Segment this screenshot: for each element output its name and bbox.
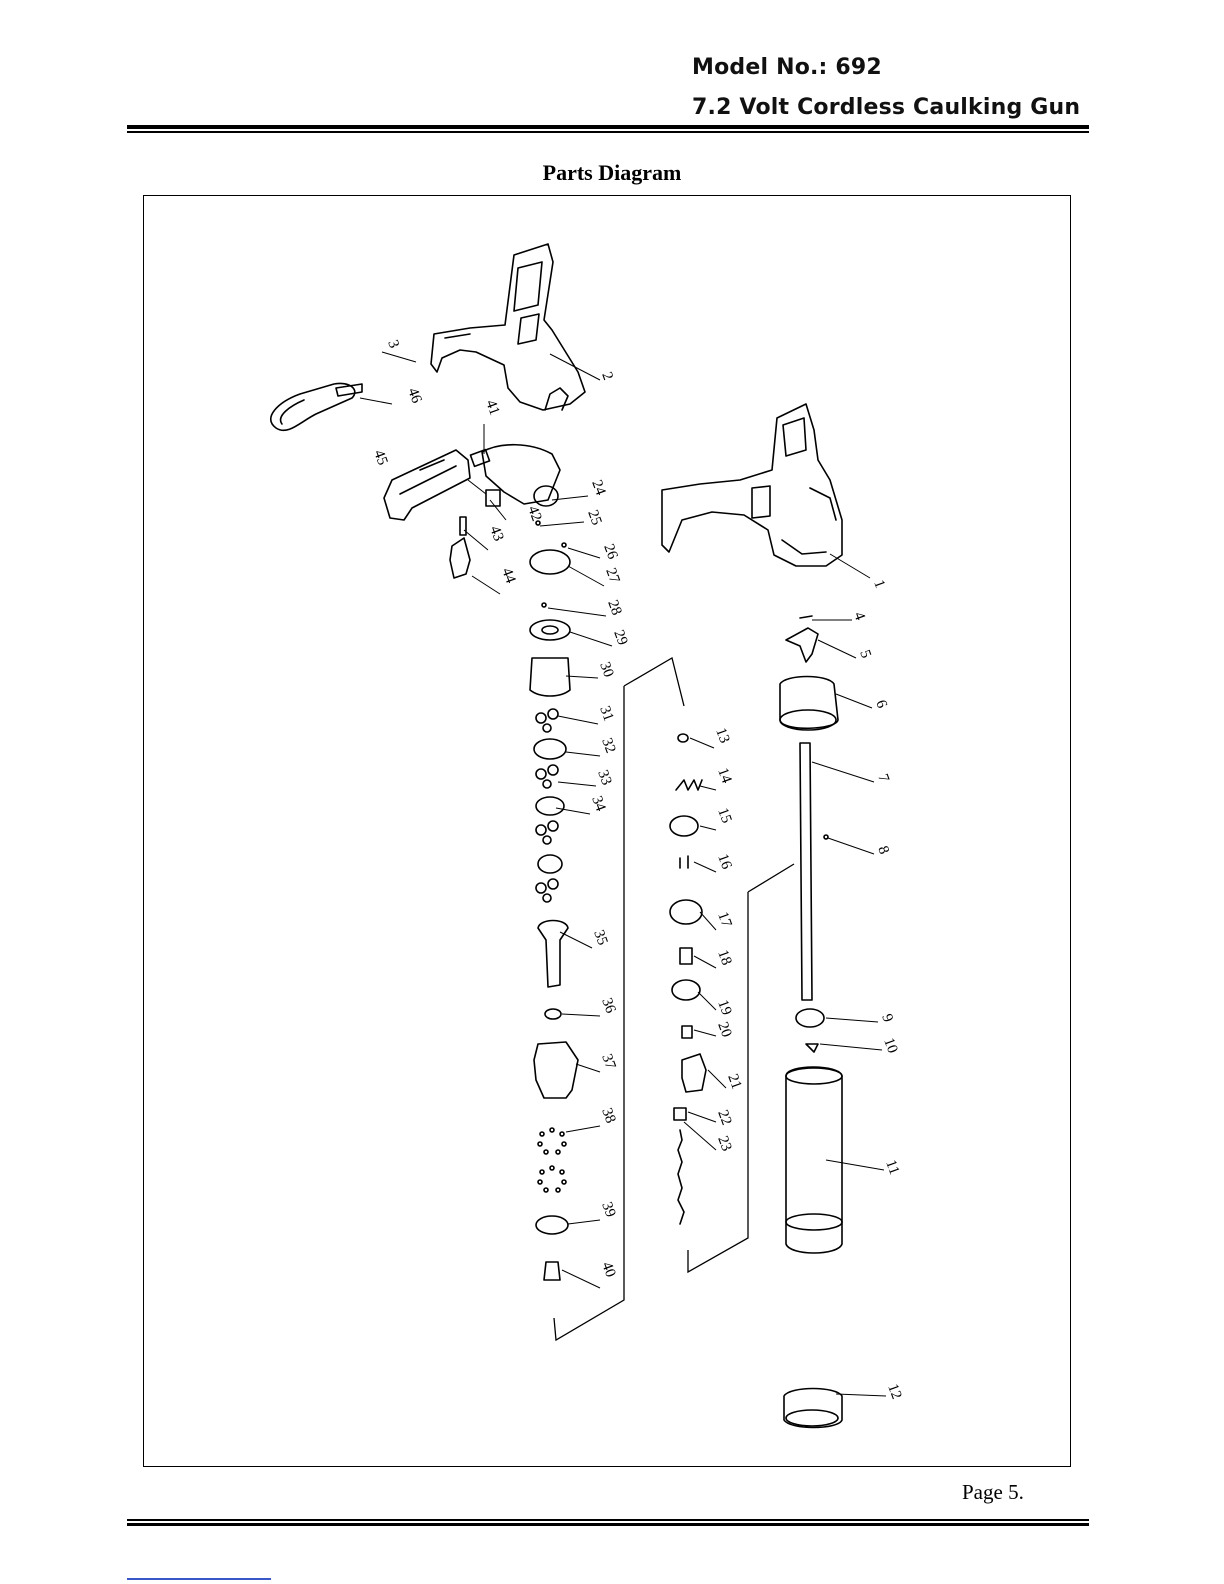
trigger-part-44 (450, 538, 470, 578)
washer-part-36 (545, 1009, 561, 1019)
callout-25: 25 (584, 508, 604, 528)
callout-31: 31 (596, 704, 616, 724)
callout-16: 16 (714, 852, 734, 872)
callout-23: 23 (714, 1134, 734, 1154)
spring-part-43 (460, 517, 466, 535)
callout-24: 24 (588, 478, 608, 498)
clip-part-22 (674, 1108, 686, 1120)
collar-part-6 (780, 677, 838, 729)
callout-28: 28 (604, 598, 624, 618)
callout-20: 20 (714, 1020, 734, 1040)
callout-30: 30 (596, 660, 616, 680)
motor-part-37 (534, 1042, 578, 1098)
spring-part-14 (676, 780, 702, 790)
callout-36: 36 (598, 996, 618, 1016)
pin-part-28 (542, 603, 546, 607)
callout-15: 15 (714, 806, 734, 826)
callout-33: 33 (594, 768, 614, 788)
ball-bearings-part-38 (538, 1128, 566, 1192)
gear-plate-part-27 (530, 550, 570, 574)
planet-gears-part (534, 709, 566, 902)
switch-part-21 (682, 1054, 706, 1092)
callout-43: 43 (486, 524, 506, 544)
pin-part-18 (680, 948, 692, 964)
callout-41: 41 (482, 398, 502, 418)
callout-3: 3 (384, 338, 402, 351)
screw-part-4 (800, 616, 812, 618)
callout-5: 5 (856, 648, 874, 661)
callout-34: 34 (588, 794, 608, 814)
callout-37: 37 (598, 1052, 618, 1072)
bushing-part-40 (544, 1262, 560, 1280)
pin-part-25 (536, 521, 540, 525)
callout-10: 10 (880, 1036, 900, 1056)
pawl-part-5 (786, 628, 818, 662)
callout-2: 2 (598, 370, 616, 383)
callout-40: 40 (598, 1260, 618, 1280)
output-shaft-part-35 (538, 921, 568, 988)
gear-cover-part (482, 445, 560, 504)
motor-cap-part-24 (534, 486, 558, 506)
callout-18: 18 (714, 948, 734, 968)
callout-35: 35 (590, 928, 610, 948)
group-bracket-switch (688, 864, 794, 1272)
rod-part-7 (800, 743, 812, 1000)
callout-22: 22 (714, 1108, 734, 1128)
callout-1: 1 (870, 578, 888, 591)
callout-21: 21 (724, 1072, 744, 1092)
callout-32: 32 (598, 736, 618, 756)
plate-part-19 (672, 980, 700, 1000)
callout-14: 14 (714, 766, 734, 786)
cartridge-tube-part-11 (786, 1067, 842, 1253)
footer-rule-thick (127, 1523, 1089, 1526)
pin-part-26 (562, 543, 566, 547)
callout-45: 45 (370, 448, 390, 468)
callout-4: 4 (850, 610, 868, 623)
switch-part-41 (470, 450, 489, 467)
footer-rule-thin (127, 1519, 1089, 1521)
pin-part-8 (824, 835, 828, 839)
spring-part-20 (682, 1026, 692, 1038)
lanyard-part (271, 383, 362, 430)
callout-12: 12 (884, 1382, 904, 1402)
plunger-tip-part-10 (806, 1044, 818, 1052)
callout-39: 39 (598, 1200, 618, 1220)
callout-27: 27 (602, 566, 622, 586)
plunger-part-9 (796, 1009, 824, 1027)
plate-part-17 (670, 900, 702, 924)
callout-26: 26 (600, 542, 620, 562)
callout-17: 17 (714, 910, 734, 930)
battery-pack-part (384, 450, 470, 520)
ring-part-39 (536, 1216, 568, 1234)
callout-7: 7 (874, 772, 892, 785)
callout-8: 8 (874, 844, 892, 857)
callout-19: 19 (714, 998, 734, 1018)
pin-part-16 (680, 856, 688, 868)
housing-left-part (431, 244, 585, 410)
spring-part-13 (678, 734, 688, 742)
callout-29: 29 (610, 628, 630, 648)
footer-link-underline[interactable] (127, 1578, 271, 1580)
group-bracket-gearbox (554, 658, 684, 1340)
callout-44: 44 (498, 566, 518, 586)
washer-part-29 (530, 620, 570, 640)
plate-part-15 (670, 816, 698, 836)
callout-42: 42 (524, 504, 544, 524)
callout-46: 46 (404, 386, 424, 406)
ring-gear-part-30 (530, 658, 570, 696)
callout-6: 6 (872, 698, 890, 711)
callout-11: 11 (882, 1158, 902, 1177)
end-cap-part-12 (784, 1389, 842, 1428)
chain-part-23 (678, 1130, 684, 1224)
housing-right-part (662, 404, 842, 566)
callout-9: 9 (878, 1012, 896, 1025)
callout-38: 38 (598, 1106, 618, 1126)
callout-13: 13 (712, 726, 732, 746)
page-number: Page 5. (962, 1480, 1024, 1505)
